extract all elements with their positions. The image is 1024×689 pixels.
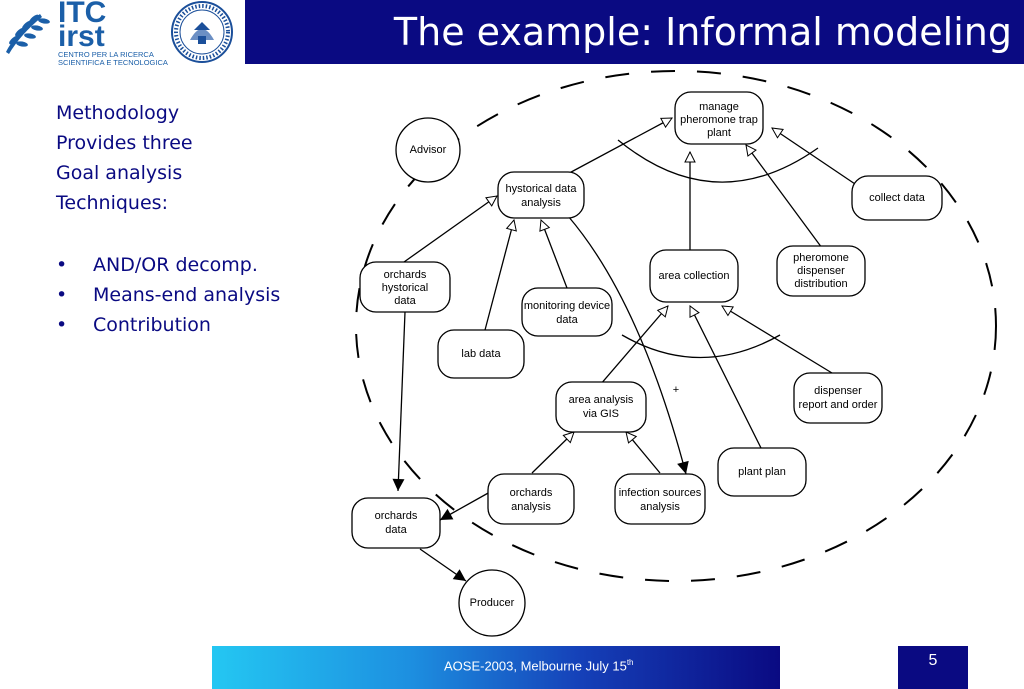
goal-collect-data: collect data — [851, 175, 943, 221]
goal-manage-trap-plant: manage pheromone trap plant — [674, 91, 764, 145]
logo-subtitle-line2: SCIENTIFICA E TECNOLOGICA — [58, 58, 168, 67]
goal-label: orchards — [375, 510, 418, 522]
decomposition-link — [484, 220, 514, 331]
decomposition-link — [722, 306, 833, 374]
goal-label: analysis — [640, 501, 680, 513]
university-seal-icon — [164, 0, 242, 64]
bullet-dot-icon: • — [56, 284, 68, 306]
goal-plant-plan: plant plan — [717, 447, 807, 497]
decomposition-link — [772, 128, 859, 187]
footer-superscript: th — [626, 658, 634, 667]
list-item: • Means-end analysis — [56, 280, 280, 310]
slide-title: The example: Informal modeling — [393, 10, 1012, 54]
goal-monitoring-device-data: monitoring device data — [521, 287, 613, 337]
footer-text: AOSE-2003, Melbourne July 15th — [444, 658, 634, 673]
page-number-box: 5 — [898, 646, 968, 689]
goal-label: monitoring device — [524, 300, 610, 312]
actor-label: Advisor — [410, 144, 447, 156]
intro-line: Methodology — [56, 102, 180, 124]
list-item-label: AND/OR decomp. — [93, 254, 258, 276]
itc-irst-logo: ITC irst CENTRO PER LA RICERCA SCIENTIFI… — [0, 0, 168, 67]
goal-label: orchards — [510, 487, 553, 499]
goal-label: dispenser — [797, 265, 845, 277]
and-decomposition-arc — [617, 139, 819, 183]
intro-line: Provides three — [56, 132, 193, 154]
goal-label: plant — [707, 127, 731, 139]
technique-list: • AND/OR decomp. • Means-end analysis • Con… — [56, 250, 280, 340]
goal-label: dispenser — [814, 385, 862, 397]
goal-label: data — [394, 295, 416, 307]
goal-label: report and order — [799, 399, 878, 411]
intro-text: Methodology Provides three Goal analysis… — [56, 98, 193, 218]
logo-itc-text: ITC — [58, 0, 107, 29]
means-end-link — [419, 548, 467, 582]
goal-label: data — [556, 314, 578, 326]
goal-label: lab data — [461, 348, 501, 360]
header-bar: The example: Informal modeling — [245, 0, 1024, 64]
goal-label: data — [385, 524, 407, 536]
goal-label: collect data — [869, 192, 926, 204]
and-decomposition-arc — [621, 334, 781, 359]
goal-lab-data: lab data — [437, 329, 525, 379]
laurel-logo-icon — [6, 14, 50, 54]
intro-line: Techniques: — [56, 192, 168, 214]
producer-actor: Producer — [458, 569, 526, 637]
decomposition-link — [626, 432, 661, 474]
goal-label: distribution — [794, 278, 847, 290]
goal-label: analysis — [521, 197, 561, 209]
goal-diagram: Advisor Producer manage pheromone trap p… — [351, 70, 997, 637]
actor-label: Producer — [470, 597, 515, 609]
intro-line: Goal analysis — [56, 162, 183, 184]
goal-area-collection: area collection — [649, 249, 739, 303]
decomposition-link — [541, 220, 568, 289]
goal-label: pheromone — [793, 252, 849, 264]
goal-label: area collection — [659, 270, 730, 282]
goal-orchards-analysis: orchards analysis — [487, 473, 575, 525]
goal-label: pheromone trap — [680, 114, 758, 126]
goal-orchards-data: orchards data — [351, 497, 441, 549]
goal-label: hystorical data — [506, 183, 578, 195]
goal-label: infection sources — [619, 487, 702, 499]
decomposition-link — [403, 196, 497, 263]
decomposition-link — [689, 306, 763, 451]
list-item-label: Contribution — [93, 314, 211, 336]
goal-historical-data-analysis: hystorical data analysis — [497, 171, 585, 219]
boundary-ellipse — [355, 70, 997, 582]
goal-label: orchards — [384, 269, 427, 281]
logo-subtitle-line1: CENTRO PER LA RICERCA — [58, 50, 154, 59]
list-item: • AND/OR decomp. — [56, 250, 280, 280]
contribution-label: + — [673, 384, 679, 396]
goal-label: plant plan — [738, 466, 786, 478]
bullet-dot-icon: • — [56, 314, 68, 336]
goal-label: hystorical — [382, 282, 428, 294]
goal-label: via GIS — [583, 408, 619, 420]
goal-infection-sources-analysis: infection sources analysis — [614, 473, 706, 525]
page-number: 5 — [928, 652, 938, 669]
goal-dispenser-report: dispenser report and order — [793, 372, 883, 424]
contribution-link — [567, 215, 689, 475]
decomposition-link — [559, 117, 672, 179]
list-item: • Contribution — [56, 310, 280, 340]
means-end-link — [392, 311, 406, 492]
advisor-actor: Advisor — [395, 117, 461, 183]
goal-pheromone-dispenser-distribution: pheromone dispenser distribution — [776, 245, 866, 297]
list-item-label: Means-end analysis — [93, 284, 281, 306]
bullet-dot-icon: • — [56, 254, 68, 276]
decomposition-link — [599, 306, 668, 386]
goal-label: analysis — [511, 501, 551, 513]
decomposition-link — [746, 145, 823, 249]
logo-irst-text: irst — [58, 20, 105, 53]
goal-label: area analysis — [569, 394, 634, 406]
goal-area-analysis-gis: area analysis via GIS — [555, 381, 647, 433]
goal-orchards-historical-data: orchards hystorical data — [359, 261, 451, 313]
goal-label: manage — [699, 101, 739, 113]
footer-bar: AOSE-2003, Melbourne July 15th — [212, 646, 780, 689]
decomposition-link — [531, 432, 574, 474]
footer-conference: AOSE-2003, Melbourne July 15 — [444, 658, 627, 674]
means-end-link — [439, 491, 491, 521]
